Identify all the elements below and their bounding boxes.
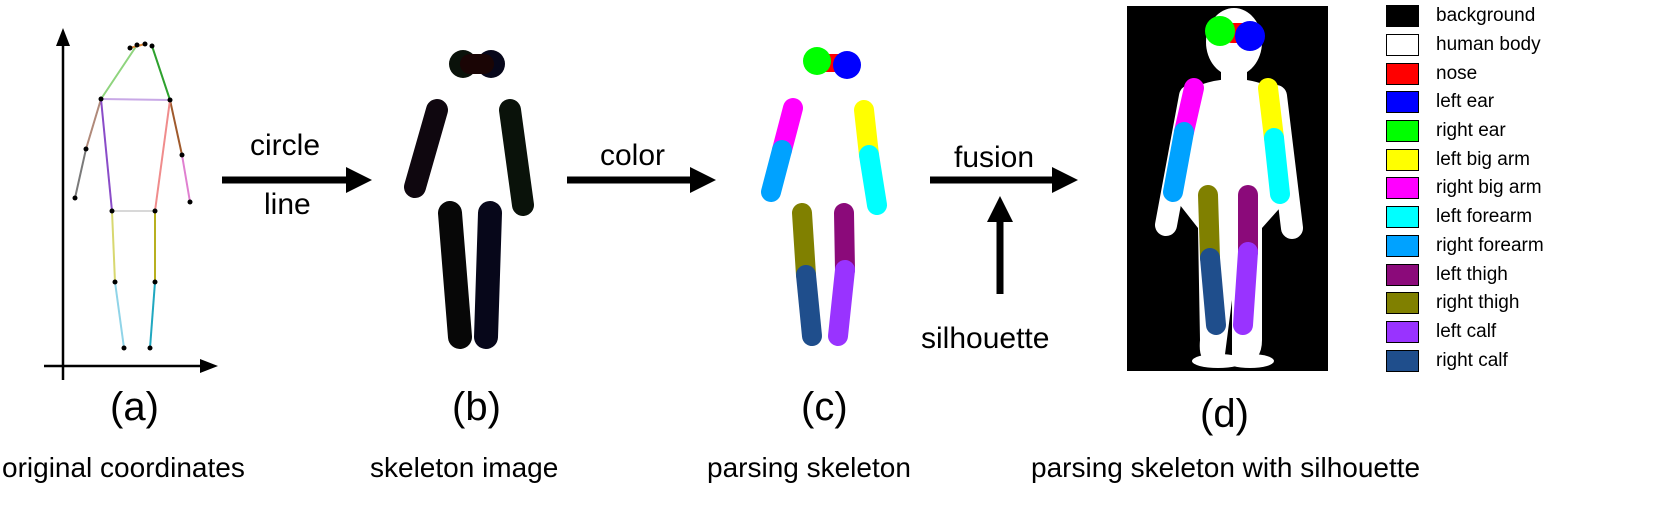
legend-label: right calf — [1436, 349, 1508, 371]
x-axis-arrowhead — [200, 359, 218, 373]
legend-item: left big arm — [1386, 145, 1658, 174]
legend-label: left ear — [1436, 91, 1495, 113]
legend-swatch — [1386, 5, 1419, 28]
legend-label: left big arm — [1436, 148, 1530, 170]
parsing-right-calf — [796, 265, 822, 346]
panel-letter-a: (a) — [110, 385, 159, 429]
legend-swatch — [1386, 263, 1419, 286]
parsing-left-forearm — [859, 145, 887, 215]
panel-d-parsing-with-silhouette — [1127, 6, 1328, 371]
legend-item: left thigh — [1386, 260, 1658, 289]
parsing-right-forearm — [761, 140, 792, 202]
skeleton-left-leg — [474, 201, 502, 349]
legend-label: left thigh — [1436, 263, 1508, 285]
skeleton-right-arm — [404, 99, 448, 198]
legend-label: left forearm — [1436, 206, 1533, 228]
arrow-label-silhouette: silhouette — [921, 322, 1050, 355]
legend-swatch — [1386, 34, 1419, 57]
arrow-label-line: line — [264, 188, 311, 221]
keypoints — [72, 41, 193, 351]
legend-item: left forearm — [1386, 203, 1658, 232]
y-axis-arrowhead — [56, 28, 70, 46]
legend-swatch — [1386, 62, 1419, 85]
legend-item: background — [1386, 2, 1658, 31]
legend-label: nose — [1436, 62, 1478, 84]
legend-item: left calf — [1386, 318, 1658, 347]
legend-swatch — [1386, 349, 1419, 372]
arrow-label-fusion: fusion — [954, 141, 1035, 174]
legend-label: right forearm — [1436, 234, 1544, 256]
legend-item: human body — [1386, 31, 1658, 60]
legend-label: right thigh — [1436, 292, 1520, 314]
arrow-label-circle: circle — [250, 129, 321, 162]
keypoint-skeleton — [72, 41, 193, 351]
skeleton-right-leg — [438, 201, 472, 349]
legend-label: human body — [1436, 34, 1541, 56]
parsing-right-ear — [803, 47, 831, 75]
legend-item: right calf — [1386, 346, 1658, 375]
skeleton-left-arm — [499, 99, 534, 216]
legend-item: left ear — [1386, 88, 1658, 117]
legend-item: right thigh — [1386, 289, 1658, 318]
arrow-label-color: color — [600, 139, 666, 172]
legend-label: background — [1436, 5, 1536, 27]
parsing-left-calf — [828, 260, 855, 346]
caption-a: original coordinates — [2, 452, 245, 483]
legend-item: right big arm — [1386, 174, 1658, 203]
panel-a-original-coordinates — [44, 28, 218, 380]
legend-swatch — [1386, 234, 1419, 257]
panel-letter-c: (c) — [801, 385, 848, 429]
panel-c-parsing-skeleton — [761, 47, 887, 346]
caption-b: skeleton image — [370, 452, 559, 483]
color-legend: background human body nose left ear right ea… — [1386, 2, 1658, 375]
legend-swatch — [1386, 148, 1419, 171]
legend-label: right ear — [1436, 120, 1506, 142]
arrow-fusion-head — [1052, 167, 1078, 193]
caption-d: parsing skeleton with silhouette — [1031, 452, 1421, 483]
caption-c: parsing skeleton — [707, 452, 911, 483]
parsing-left-ear — [833, 51, 861, 79]
panel-letter-d: (d) — [1200, 392, 1249, 436]
legend-swatch — [1386, 177, 1419, 200]
legend-swatch — [1386, 320, 1419, 343]
legend-swatch — [1386, 91, 1419, 114]
arrow-color-head — [690, 167, 716, 193]
legend-item: right forearm — [1386, 232, 1658, 261]
parsing-right-thigh — [792, 203, 816, 285]
legend-swatch — [1386, 206, 1419, 229]
overlaid-parsing-skeleton — [1163, 16, 1290, 335]
panel-letter-b: (b) — [452, 385, 501, 429]
legend-item: nose — [1386, 59, 1658, 88]
arrow-circle-line-head — [346, 167, 372, 193]
panel-b-skeleton-image — [404, 50, 534, 349]
legend-label: right big arm — [1436, 177, 1542, 199]
legend-item: right ear — [1386, 117, 1658, 146]
arrow-silhouette-head — [987, 196, 1013, 222]
legend-swatch — [1386, 120, 1419, 143]
legend-swatch — [1386, 292, 1419, 315]
legend-label: left calf — [1436, 320, 1497, 342]
